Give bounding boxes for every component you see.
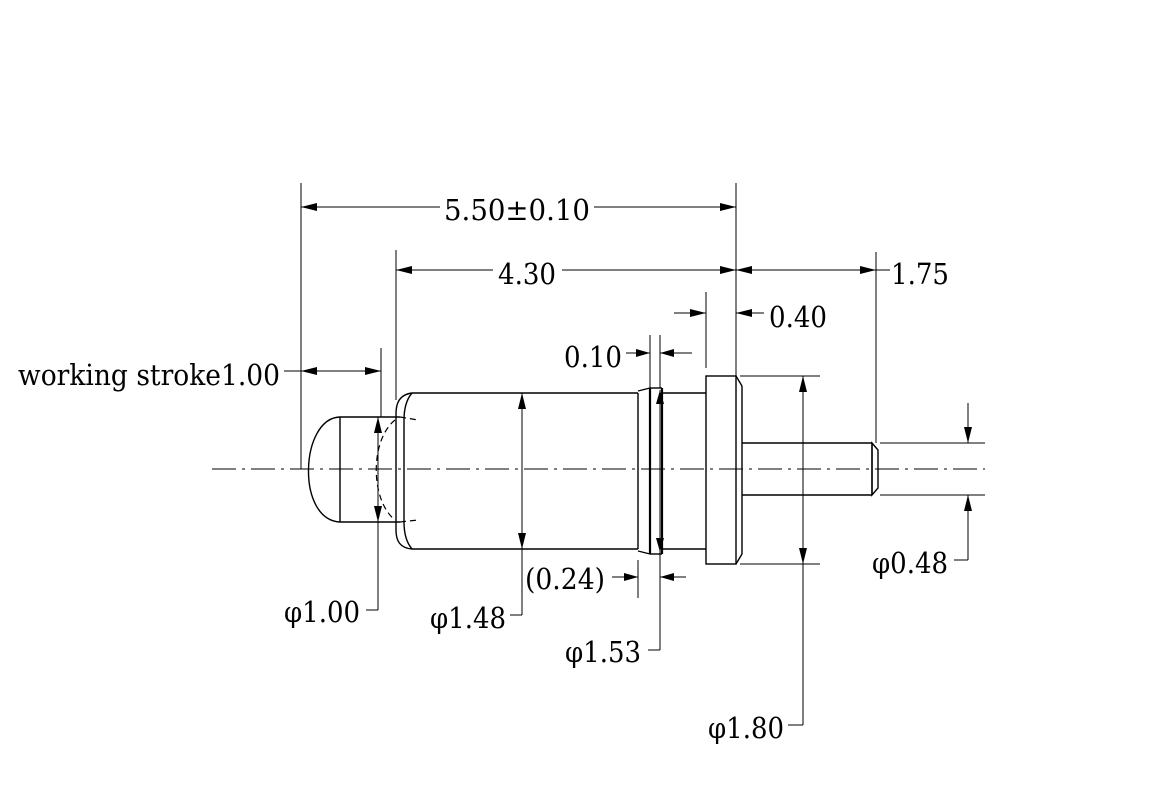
dim-barrel-length: 4.30 xyxy=(396,257,736,291)
barrel-length-label: 4.30 xyxy=(498,257,556,291)
flange xyxy=(705,375,743,565)
plunger-diameter-label: φ1.00 xyxy=(284,595,360,629)
dim-working-stroke: working stroke1.00 xyxy=(18,358,381,392)
dim-groove-width: 0.10 xyxy=(564,340,692,374)
plunger-tip xyxy=(307,416,419,523)
extension-lines xyxy=(300,183,985,598)
overall-length-label: 5.50±0.10 xyxy=(444,193,590,227)
working-stroke-label: working stroke1.00 xyxy=(18,358,280,392)
dim-barrel-diameter: φ1.48 xyxy=(430,393,526,635)
groove-offset-label: (0.24) xyxy=(525,562,605,596)
dim-groove-diameter: φ1.53 xyxy=(565,390,664,669)
dim-tail-length: 1.75 xyxy=(736,257,949,291)
dim-tail-diameter: φ0.48 xyxy=(872,403,972,580)
dim-groove-offset: (0.24) xyxy=(525,562,686,596)
barrel-diameter-label: φ1.48 xyxy=(430,601,506,635)
dim-flange-thickness: 0.40 xyxy=(674,300,827,334)
groove xyxy=(637,387,706,555)
tail-pin xyxy=(742,441,879,497)
flange-thickness-label: 0.40 xyxy=(769,300,827,334)
groove-width-label: 0.10 xyxy=(564,340,622,374)
barrel-body xyxy=(395,392,639,550)
dim-overall-length: 5.50±0.10 xyxy=(301,193,736,227)
dim-flange-diameter: φ1.80 xyxy=(708,376,807,745)
tail-diameter-label: φ0.48 xyxy=(872,546,948,580)
groove-diameter-label: φ1.53 xyxy=(565,635,641,669)
dim-plunger-diameter: φ1.00 xyxy=(284,417,382,629)
tail-length-label: 1.75 xyxy=(891,257,949,291)
flange-diameter-label: φ1.80 xyxy=(708,711,784,745)
